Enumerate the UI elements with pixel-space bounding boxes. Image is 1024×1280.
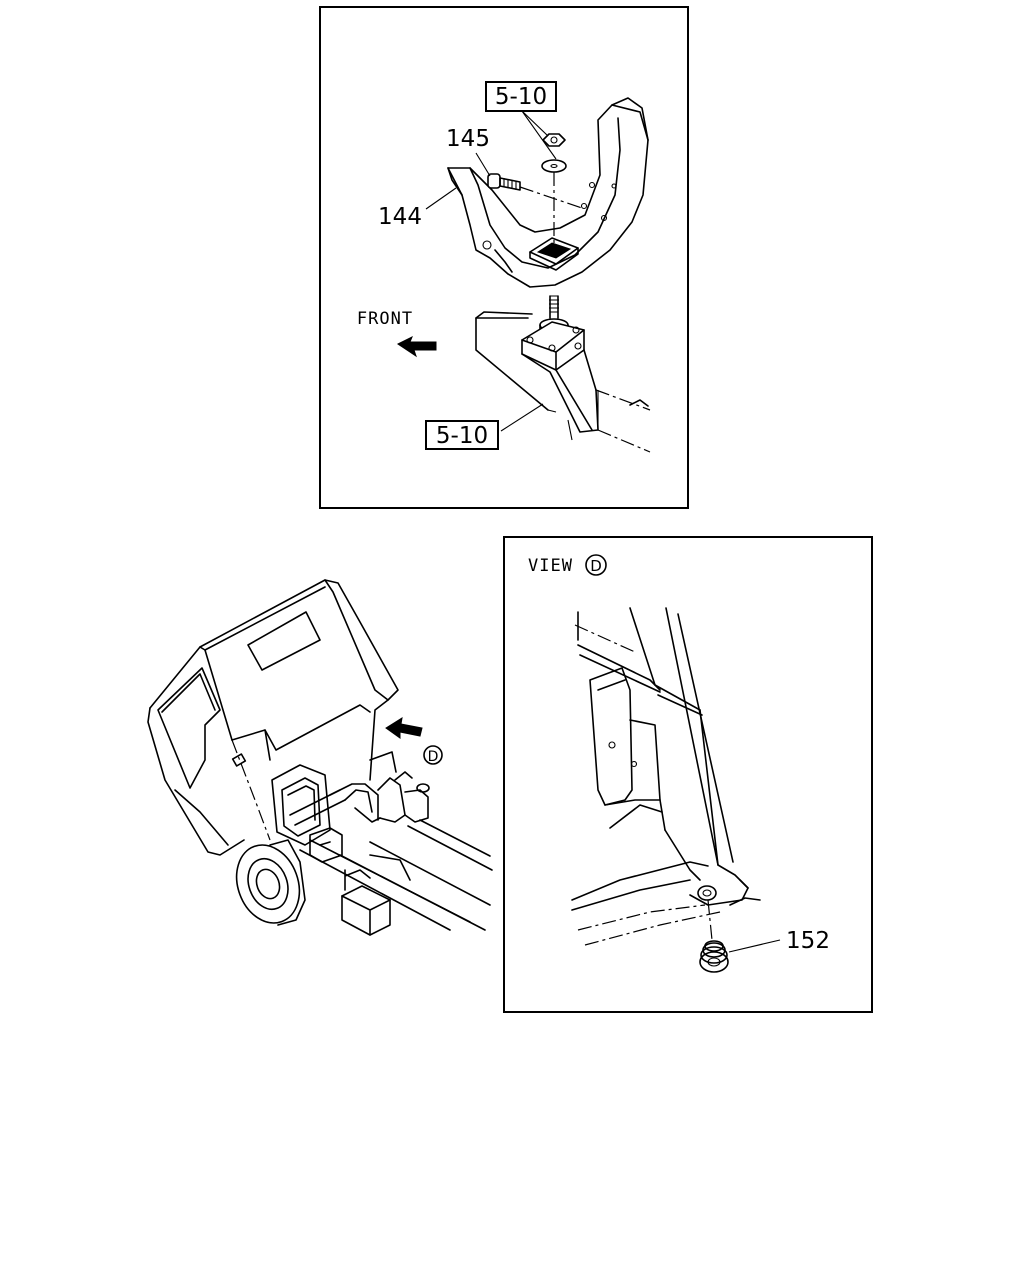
ref-box-bottom <box>425 420 499 450</box>
ref-box-top <box>485 81 557 112</box>
callout-152: 152 <box>786 928 830 954</box>
top-panel-frame <box>319 6 689 509</box>
view-d-arrow-icon <box>385 716 423 739</box>
callout-145: 145 <box>446 126 490 152</box>
ref-label-top: 5-10 <box>495 84 547 110</box>
ref-label-bottom: 5-10 <box>436 423 488 449</box>
bolt-145 <box>487 173 583 209</box>
view-label: VIEW <box>528 556 573 576</box>
truck-view: D <box>147 579 493 936</box>
cab-underside-detail <box>571 607 781 973</box>
detail-panel: VIEW D 152 <box>503 536 873 1013</box>
view-marker-circle <box>585 554 607 576</box>
view-d-marker-circle <box>423 745 443 765</box>
front-arrow-icon <box>397 335 437 358</box>
mounting-bracket <box>447 97 649 288</box>
frame-mount <box>475 295 651 453</box>
detail-panel-frame <box>503 536 873 1013</box>
front-wheel <box>235 839 306 926</box>
nut-and-washer <box>541 133 567 245</box>
engine-area <box>271 751 493 936</box>
top-panel: 5-10 145 144 FRONT 5-10 <box>319 6 689 509</box>
bolt-152 <box>699 940 729 973</box>
callout-144: 144 <box>378 204 422 230</box>
view-d-marker-label: D <box>428 749 439 765</box>
view-marker-label: D <box>590 557 602 575</box>
front-label: FRONT <box>357 309 413 329</box>
